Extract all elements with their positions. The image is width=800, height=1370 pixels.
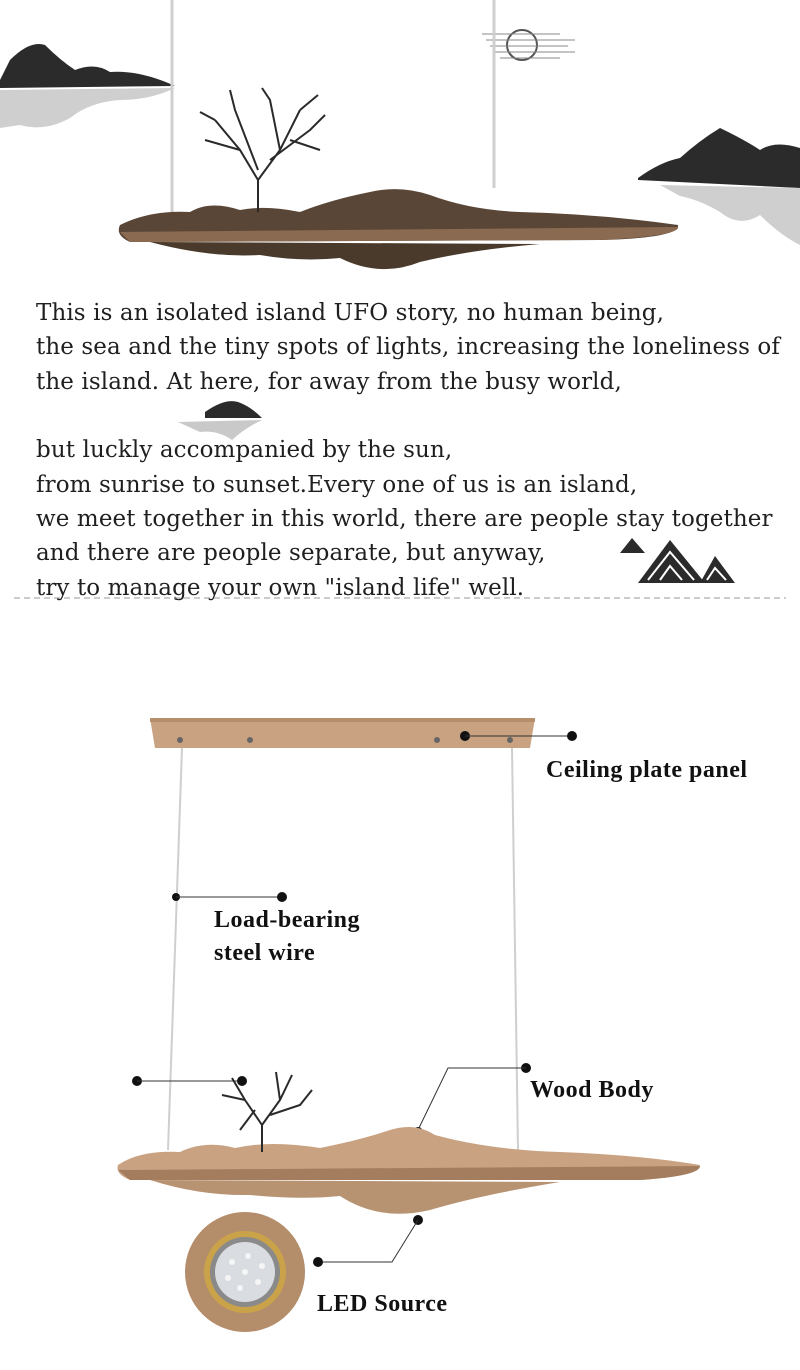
tree-icon — [199, 87, 326, 212]
mountain-icon — [0, 44, 175, 128]
mountain-icon — [178, 401, 262, 440]
story-line: This is an isolated island UFO story, no… — [36, 300, 665, 326]
story-line: and there are people separate, but anywa… — [36, 540, 546, 566]
mountain-icon — [620, 538, 735, 583]
tree-icon — [221, 1071, 313, 1152]
lamp-body-dark — [118, 189, 679, 270]
sun-icon — [482, 29, 575, 61]
led-source-label: LED Source — [317, 1291, 448, 1317]
story-line: but luckly accompanied by the sun, — [36, 437, 453, 463]
ceiling-plate — [150, 718, 535, 748]
story-line: the sea and the tiny spots of lights, in… — [36, 334, 780, 360]
story-line: the island. At here, for away from the b… — [36, 369, 622, 395]
wire-label-line1: Load-bearing — [214, 907, 361, 933]
wood-body — [117, 1126, 700, 1214]
hero-illustration — [0, 0, 800, 270]
wire-label-line2: steel wire — [214, 940, 316, 966]
wood-body-label: Wood Body — [530, 1077, 654, 1103]
ceiling-plate-label: Ceiling plate panel — [546, 757, 748, 783]
story-line: from sunrise to sunset.Every one of us i… — [36, 472, 638, 498]
led-lamp-icon — [185, 1212, 305, 1332]
story-line: try to manage your own "island life" wel… — [36, 575, 525, 601]
mountain-icon — [638, 128, 800, 245]
story-line: we meet together in this world, there ar… — [36, 506, 773, 532]
